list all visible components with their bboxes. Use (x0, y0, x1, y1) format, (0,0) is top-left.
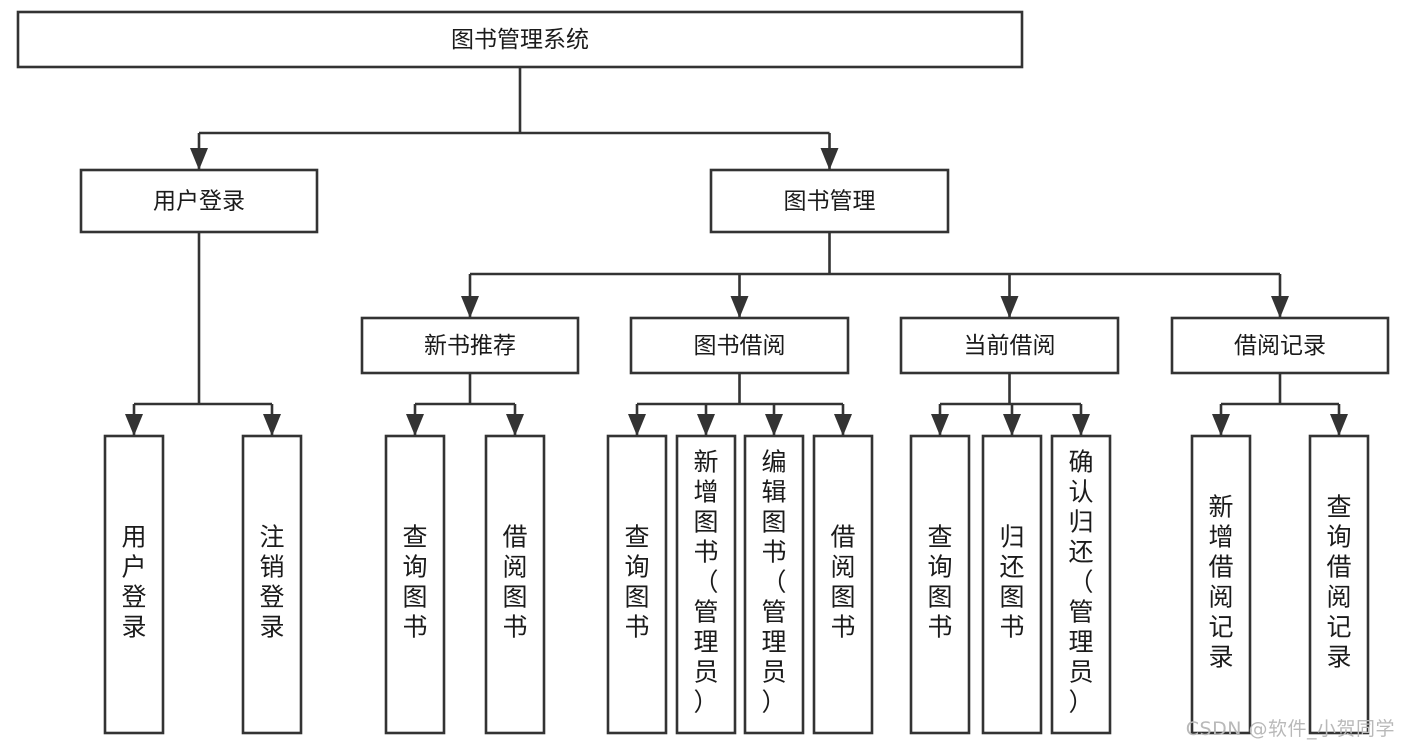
node-book-management-box[interactable] (709, 168, 950, 234)
node-leaf-query-book-3-box[interactable] (909, 434, 971, 735)
node-leaf-query-book-1-label: 查询图书 (402, 523, 427, 642)
node-book-management-label: 图书管理 (784, 189, 876, 215)
node-layer: 图书管理系统用户登录图书管理新书推荐图书借阅当前借阅借阅记录用户登录注销登录查询… (16, 10, 1390, 735)
node-new-book-recommend-label: 新书推荐 (424, 333, 516, 359)
book-management-arrow-3 (1271, 296, 1289, 318)
node-leaf-query-book-3-label: 查询图书 (927, 523, 952, 642)
node-leaf-borrow-book-1-box[interactable] (484, 434, 546, 735)
user-login-arrow-0 (125, 414, 143, 436)
node-leaf-query-borrow-record-box[interactable] (1308, 434, 1370, 735)
current-borrow-arrow-2 (1072, 414, 1090, 436)
node-new-book-recommend-box[interactable] (360, 316, 580, 375)
node-leaf-edit-book-admin[interactable]: 编辑图书（管理员） (743, 434, 805, 735)
new-book-recommend-arrow-1 (506, 414, 524, 436)
book-management-arrow-2 (1000, 296, 1019, 318)
new-book-recommend-arrow-0 (406, 414, 424, 436)
node-leaf-query-borrow-record-label: 查询借阅记录 (1326, 493, 1351, 672)
node-book-borrow[interactable]: 图书借阅 (629, 316, 850, 375)
node-book-borrow-label: 图书借阅 (694, 333, 786, 359)
node-leaf-return-book[interactable]: 归还图书 (981, 434, 1043, 735)
node-leaf-user-logout-box[interactable] (241, 434, 303, 735)
node-leaf-confirm-return-admin[interactable]: 确认归还（管理员） (1050, 434, 1112, 735)
node-leaf-add-borrow-record-box[interactable] (1190, 434, 1252, 735)
borrow-record-arrow-0 (1212, 414, 1230, 436)
node-leaf-borrow-book-2-label: 借阅图书 (830, 523, 855, 642)
node-leaf-borrow-book-2-box[interactable] (812, 434, 874, 735)
node-new-book-recommend[interactable]: 新书推荐 (360, 316, 580, 375)
node-leaf-return-book-box[interactable] (981, 434, 1043, 735)
node-leaf-user-login-box[interactable] (103, 434, 165, 735)
book-borrow-arrow-3 (834, 414, 852, 436)
node-leaf-edit-book-admin-label: 编辑图书（管理员） (761, 448, 786, 717)
borrow-record-arrow-1 (1330, 414, 1348, 436)
node-borrow-record[interactable]: 借阅记录 (1170, 316, 1390, 375)
node-leaf-query-book-1[interactable]: 查询图书 (384, 434, 446, 735)
node-leaf-user-logout-label: 注销登录 (259, 523, 284, 642)
current-borrow-arrow-1 (1003, 414, 1021, 436)
node-leaf-add-borrow-record-label: 新增借阅记录 (1208, 493, 1233, 672)
node-leaf-borrow-book-1-label: 借阅图书 (502, 523, 527, 642)
node-user-login-box[interactable] (79, 168, 319, 234)
node-leaf-query-book-2-box[interactable] (606, 434, 668, 735)
node-leaf-query-book-3[interactable]: 查询图书 (909, 434, 971, 735)
node-leaf-user-logout[interactable]: 注销登录 (241, 434, 303, 735)
root-arrow-1 (820, 148, 839, 170)
root-arrow-0 (190, 148, 208, 170)
node-user-login-label: 用户登录 (153, 189, 245, 215)
user-login-arrow-1 (263, 414, 281, 436)
book-management-arrow-1 (730, 296, 749, 318)
node-leaf-add-borrow-record[interactable]: 新增借阅记录 (1190, 434, 1252, 735)
node-borrow-record-label: 借阅记录 (1234, 333, 1326, 359)
node-leaf-query-borrow-record[interactable]: 查询借阅记录 (1308, 434, 1370, 735)
node-leaf-query-book-2-label: 查询图书 (624, 523, 649, 642)
node-leaf-user-login-label: 用户登录 (121, 523, 146, 642)
connector-layer (125, 67, 1348, 436)
node-leaf-add-book-admin[interactable]: 新增图书（管理员） (675, 434, 737, 735)
node-root-label: 图书管理系统 (451, 27, 589, 53)
node-leaf-edit-book-admin-box[interactable] (743, 434, 805, 735)
node-book-borrow-box[interactable] (629, 316, 850, 375)
book-management-arrow-0 (461, 296, 479, 318)
node-leaf-user-login[interactable]: 用户登录 (103, 434, 165, 735)
node-user-login[interactable]: 用户登录 (79, 168, 319, 234)
node-leaf-confirm-return-admin-label: 确认归还（管理员） (1068, 448, 1093, 717)
node-leaf-query-book-1-box[interactable] (384, 434, 446, 735)
node-current-borrow[interactable]: 当前借阅 (899, 316, 1120, 375)
book-borrow-arrow-2 (765, 414, 783, 436)
node-leaf-return-book-label: 归还图书 (999, 523, 1024, 642)
node-leaf-add-book-admin-label: 新增图书（管理员） (693, 448, 718, 717)
node-leaf-query-book-2[interactable]: 查询图书 (606, 434, 668, 735)
node-leaf-confirm-return-admin-box[interactable] (1050, 434, 1112, 735)
node-root[interactable]: 图书管理系统 (16, 10, 1024, 69)
book-borrow-arrow-0 (628, 414, 646, 436)
node-current-borrow-box[interactable] (899, 316, 1120, 375)
node-leaf-borrow-book-2[interactable]: 借阅图书 (812, 434, 874, 735)
node-book-management[interactable]: 图书管理 (709, 168, 950, 234)
node-current-borrow-label: 当前借阅 (964, 333, 1056, 359)
node-leaf-borrow-book-1[interactable]: 借阅图书 (484, 434, 546, 735)
node-root-box[interactable] (16, 10, 1024, 69)
node-borrow-record-box[interactable] (1170, 316, 1390, 375)
current-borrow-arrow-0 (931, 414, 949, 436)
node-leaf-add-book-admin-box[interactable] (675, 434, 737, 735)
book-borrow-arrow-1 (697, 414, 715, 436)
